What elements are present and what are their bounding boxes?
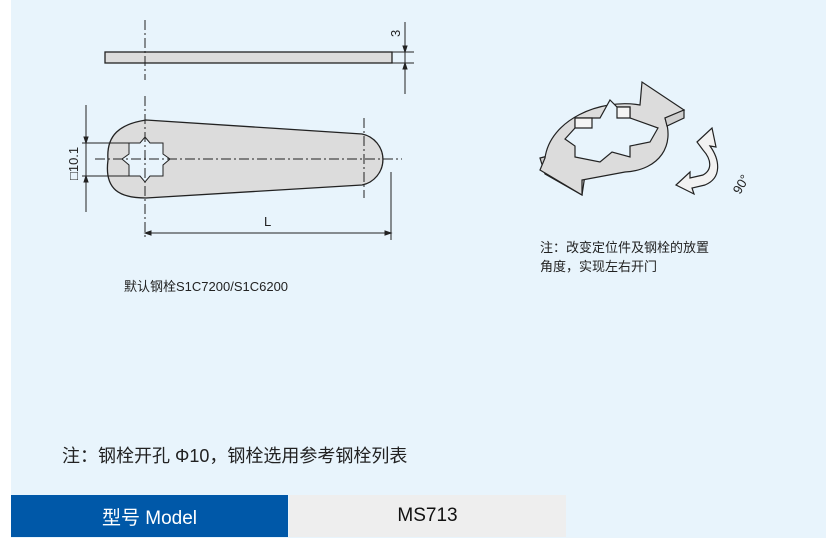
side-view-bar xyxy=(104,51,393,64)
rotation-note-line1: 注：改变定位件及钢栓的放置 xyxy=(540,240,710,255)
rotation-arrow-icon xyxy=(674,126,719,196)
model-header-cell: 型号 Model xyxy=(11,495,288,537)
default-bolt-caption: 默认钢栓S1C7200/S1C6200 xyxy=(124,279,289,294)
rotation-note-line2: 角度，实现左右开门 xyxy=(540,259,658,274)
content-panel xyxy=(11,0,826,538)
bolt-hole-note: 注：钢栓开孔 Φ10，钢栓选用参考钢栓列表 xyxy=(62,446,408,466)
rotation-note: 注：改变定位件及钢栓的放置 角度，实现左右开门 xyxy=(540,238,709,276)
length-dim-label: L xyxy=(264,214,271,229)
angle-label: 90° xyxy=(730,172,753,197)
locator-3d-view xyxy=(539,80,686,197)
thickness-dim-label: 3 xyxy=(388,30,403,37)
model-value-cell: MS713 xyxy=(289,495,566,537)
square-dim-label: □10.1 xyxy=(66,147,81,180)
